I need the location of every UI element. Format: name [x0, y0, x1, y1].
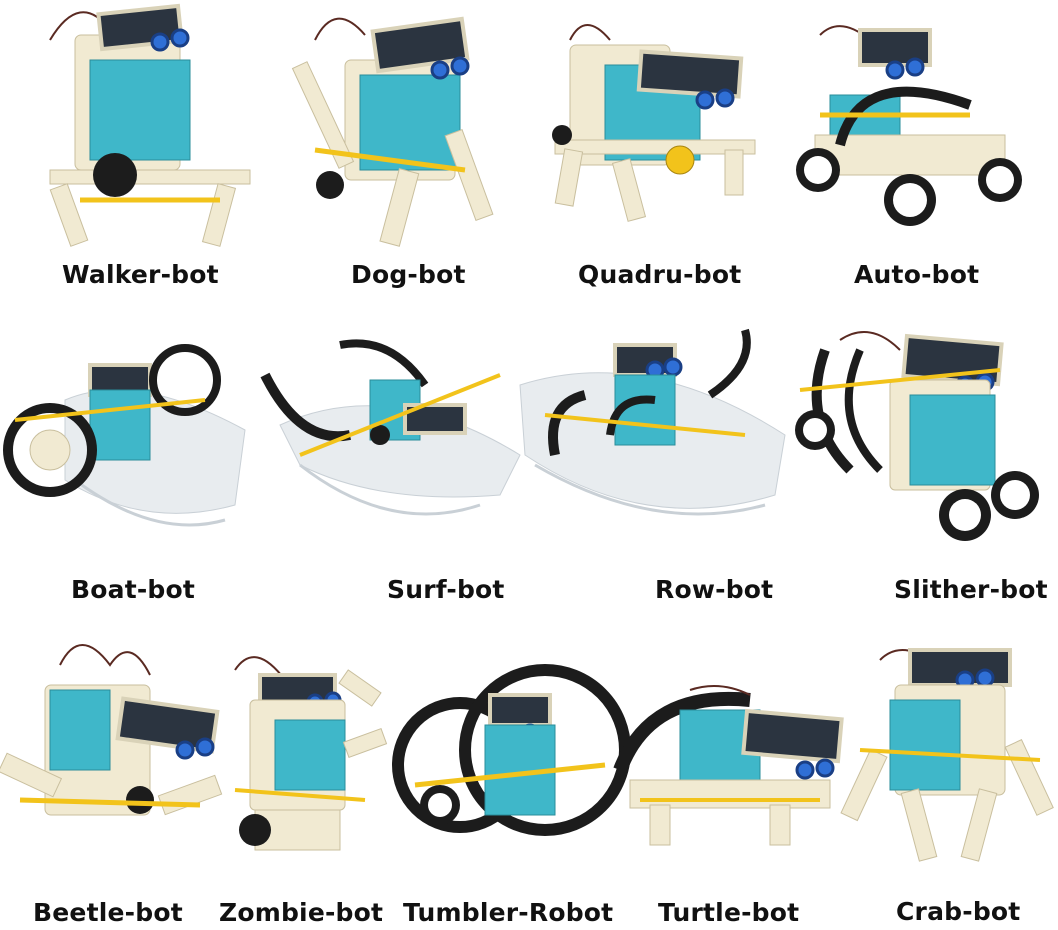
robot-label-turtle: Turtle-bot	[658, 898, 800, 927]
boat-bot-image	[3, 344, 246, 527]
robot-label-dog: Dog-bot	[351, 260, 466, 289]
quadru-bot-figure: Quadru-bot	[550, 10, 765, 289]
turtle-bot-figure: Turtle-bot	[610, 670, 850, 927]
dog-bot-image	[291, 16, 494, 247]
robot-label-walker: Walker-bot	[62, 260, 219, 289]
walker-bot-image	[49, 3, 251, 247]
robot-label-slither: Slither-bot	[894, 575, 1048, 604]
crab-bot-image	[840, 648, 1054, 862]
crab-bot-figure: Crab-bot	[840, 640, 1054, 926]
quadru-bot-image	[552, 24, 756, 222]
robot-label-tumbler: Tumbler-Robot	[403, 898, 614, 927]
tumbler-robot-image	[392, 664, 631, 836]
robot-label-zombie: Zombie-bot	[219, 898, 384, 927]
beetle-bot-image	[0, 644, 223, 816]
robot-label-quadru: Quadru-bot	[578, 260, 742, 289]
robot-label-crab: Crab-bot	[896, 897, 1021, 926]
walker-bot-figure: Walker-bot	[20, 0, 270, 289]
zombie-bot-image	[234, 656, 388, 851]
robot-label-auto: Auto-bot	[854, 260, 980, 289]
beetle-bot-figure: Beetle-bot	[0, 625, 230, 927]
robot-label-beetle: Beetle-bot	[33, 898, 183, 927]
zombie-bot-figure: Zombie-bot	[215, 640, 395, 927]
robot-label-boat: Boat-bot	[71, 575, 196, 604]
surf-bot-figure: Surf-bot	[240, 335, 530, 604]
auto-bot-image	[796, 25, 1022, 226]
slither-bot-figure: Slither-bot	[790, 310, 1048, 604]
surf-bot-image	[260, 339, 521, 516]
robot-label-surf: Surf-bot	[387, 575, 505, 604]
tumbler-robot-figure: Tumbler-Robot	[392, 655, 631, 927]
dog-bot-figure: Dog-bot	[291, 0, 525, 289]
boat-bot-figure: Boat-bot	[3, 330, 255, 604]
auto-bot-figure: Auto-bot	[790, 15, 1035, 289]
slither-bot-image	[795, 331, 1039, 541]
turtle-bot-image	[613, 685, 844, 846]
row-bot-image	[519, 328, 786, 516]
row-bot-figure: Row-bot	[505, 325, 790, 604]
robot-label-row: Row-bot	[655, 575, 774, 604]
